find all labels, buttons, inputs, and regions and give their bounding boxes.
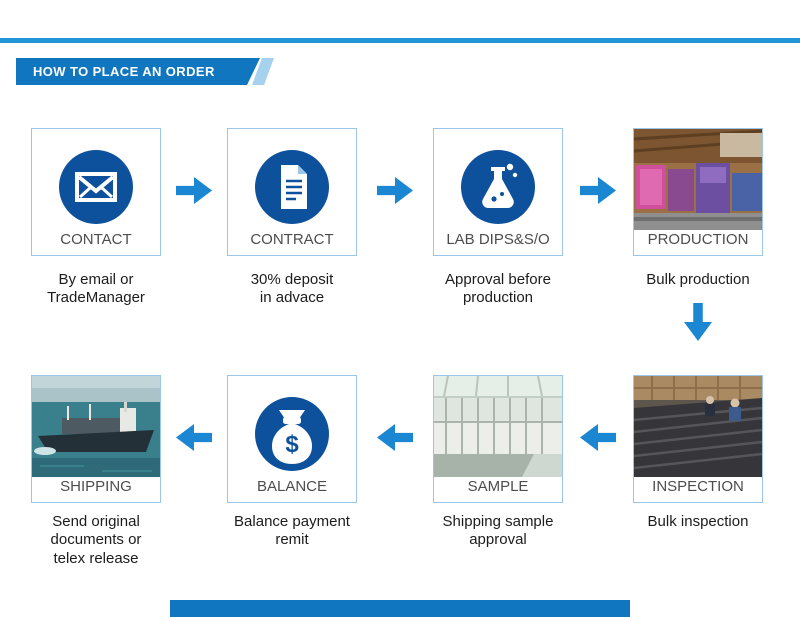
step-label: CONTACT <box>60 231 132 248</box>
step-desc-production: Bulk production <box>646 271 750 288</box>
factory-production-photo <box>634 129 762 230</box>
board-inspection-photo <box>634 376 762 477</box>
bottom-bar <box>170 600 630 617</box>
document-icon <box>255 150 329 224</box>
step-box-production: PRODUCTION <box>633 128 763 256</box>
step-desc-inspection: Bulk inspection <box>647 513 749 530</box>
step-label: SAMPLE <box>467 478 529 495</box>
flow-arrow-right-1 <box>176 177 212 204</box>
step-desc-shipping: Send original documents or telex release <box>50 513 142 567</box>
step-box-contact: CONTACT <box>31 128 161 256</box>
step-box-shipping: SHIPPING <box>31 375 161 503</box>
flow-arrow-right-3 <box>580 177 616 204</box>
step-desc-contract: 30% deposit in advace <box>250 271 334 307</box>
cargo-ship-photo <box>32 376 160 477</box>
step-label: PRODUCTION <box>647 231 749 248</box>
envelope-icon <box>59 150 133 224</box>
flow-arrow-left-2 <box>377 424 413 451</box>
step-label: LAB DIPS&S/O <box>446 231 550 248</box>
step-label: CONTRACT <box>250 231 334 248</box>
flow-arrow-down <box>684 303 712 341</box>
page-title: HOW TO PLACE AN ORDER <box>16 58 260 85</box>
money-bag-icon: $ <box>255 397 329 471</box>
top-divider <box>0 38 800 43</box>
step-desc-sample: Shipping sample approval <box>442 513 554 549</box>
flow-arrow-left-3 <box>176 424 212 451</box>
step-desc-contact: By email or TradeManager <box>47 271 145 307</box>
warehouse-sample-photo <box>434 376 562 477</box>
step-label: SHIPPING <box>60 478 132 495</box>
step-box-contract: CONTRACT <box>227 128 357 256</box>
step-label: INSPECTION <box>652 478 744 495</box>
step-box-balance: $ BALANCE <box>227 375 357 503</box>
step-box-sample: SAMPLE <box>433 375 563 503</box>
flow-arrow-right-2 <box>377 177 413 204</box>
flow-arrow-left-1 <box>580 424 616 451</box>
step-desc-lab-dips: Approval before production <box>445 271 551 307</box>
step-desc-balance: Balance payment remit <box>234 513 350 549</box>
flask-icon <box>461 150 535 224</box>
step-box-lab-dips: LAB DIPS&S/O <box>433 128 563 256</box>
step-box-inspection: INSPECTION <box>633 375 763 503</box>
step-label: BALANCE <box>256 478 328 495</box>
svg-text:$: $ <box>285 431 299 458</box>
